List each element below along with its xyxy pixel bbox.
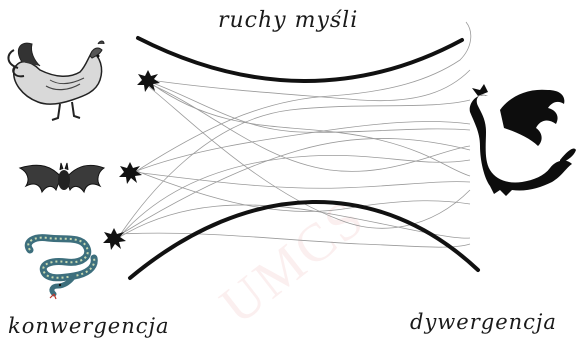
- rooster-icon: [8, 41, 104, 120]
- diagram-title: ruchy myśli: [218, 8, 358, 33]
- thought-path: [134, 170, 470, 212]
- snake-icon: [28, 238, 94, 299]
- thought-path: [150, 70, 470, 101]
- thought-paths: [118, 22, 471, 247]
- thought-path: [118, 100, 470, 238]
- divergence-label: dywergencja: [410, 310, 557, 334]
- dragon-icon: [470, 84, 576, 196]
- thought-path: [132, 22, 471, 174]
- lower-boundary-curve: [130, 202, 478, 278]
- bat-icon: [20, 163, 104, 192]
- thought-path: [134, 172, 470, 188]
- thought-path: [150, 82, 470, 132]
- starburst-icon: [137, 70, 160, 92]
- thought-path: [120, 155, 470, 236]
- thought-path: [118, 138, 470, 236]
- thought-path: [150, 84, 470, 171]
- starburst-icon: [119, 162, 142, 184]
- upper-boundary-curve: [138, 38, 462, 81]
- convergence-label: konwergencja: [8, 314, 170, 338]
- thought-path: [148, 86, 470, 228]
